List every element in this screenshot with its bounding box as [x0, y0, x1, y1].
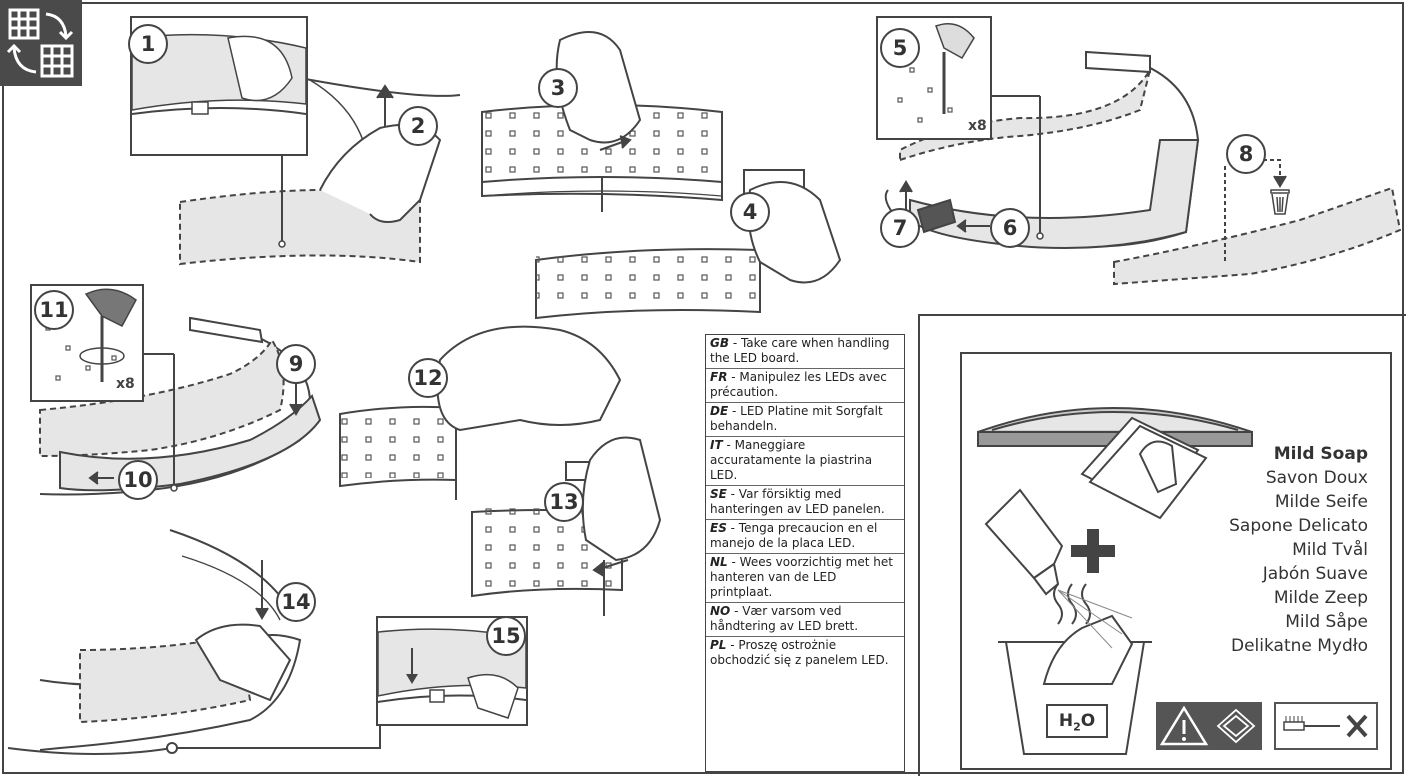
handling-note: SE - Var försiktig med hanteringen av LE…: [706, 486, 904, 520]
cross-icon: [1348, 716, 1366, 736]
step-number: 9: [276, 344, 316, 384]
note-text: - Wees voorzichtig met het hanteren van …: [710, 555, 893, 599]
note-text: - Maneggiare accuratamente la piastrina …: [710, 438, 872, 482]
handling-note: NO - Vær varsom ved håndtering av LED br…: [706, 603, 904, 637]
handling-note: DE - LED Platine mit Sorgfalt behandeln.: [706, 403, 904, 437]
language-code: ES: [710, 521, 727, 535]
soap-label: Mild Tvål: [1229, 538, 1368, 562]
soap-label: Mild Soap: [1229, 442, 1368, 466]
step-number: 2: [398, 106, 438, 146]
language-code: NL: [710, 555, 728, 569]
step-number: 11: [34, 290, 74, 330]
repeat-count-label: x8: [968, 118, 987, 134]
led-handling-notes: GB - Take care when handling the LED boa…: [705, 334, 905, 772]
note-text: - Vær varsom ved håndtering av LED brett…: [710, 604, 858, 633]
warning-panel: [1156, 702, 1262, 750]
step-number: 15: [486, 616, 526, 656]
language-code: DE: [710, 404, 728, 418]
step-number: 5: [880, 28, 920, 68]
note-text: - Tenga precaucion en el manejo de la pl…: [710, 521, 877, 550]
language-code: SE: [710, 487, 727, 501]
note-text: - Proszę ostrożnie obchodzić się z panel…: [710, 638, 889, 667]
water-label: H2O: [1046, 704, 1108, 738]
handling-note: ES - Tenga precaucion en el manejo de la…: [706, 520, 904, 554]
handling-note: GB - Take care when handling the LED boa…: [706, 335, 904, 369]
handling-note: FR - Manipulez les LEDs avec précaution.: [706, 369, 904, 403]
soap-label: Sapone Delicato: [1229, 514, 1368, 538]
step-number: 1: [128, 24, 168, 64]
note-text: - LED Platine mit Sorgfalt behandeln.: [710, 404, 883, 433]
brush-icon: [1284, 716, 1340, 730]
step-number: 12: [408, 358, 448, 398]
handling-note: NL - Wees voorzichtig met het hanteren v…: [706, 554, 904, 603]
handling-note: PL - Proszę ostrożnie obchodzić się z pa…: [706, 637, 904, 670]
handling-note: IT - Maneggiare accuratamente la piastri…: [706, 437, 904, 486]
step-number: 10: [118, 460, 158, 500]
language-code: FR: [710, 370, 727, 384]
step-number: 14: [276, 582, 316, 622]
step-number: 7: [880, 208, 920, 248]
language-code: NO: [710, 604, 730, 618]
note-text: - Manipulez les LEDs avec précaution.: [710, 370, 887, 399]
language-code: GB: [710, 336, 729, 350]
soap-label: Jabón Suave: [1229, 562, 1368, 586]
soap-label: Milde Zeep: [1229, 586, 1368, 610]
no-brush-panel: [1274, 702, 1378, 750]
note-text: - Var försiktig med hanteringen av LED p…: [710, 487, 885, 516]
soap-label: Savon Doux: [1229, 466, 1368, 490]
soap-label: Delikatne Mydło: [1229, 634, 1368, 658]
language-code: PL: [710, 638, 726, 652]
warning-triangle-icon: [1162, 708, 1206, 744]
wet-cloth-icon: [1218, 710, 1254, 742]
step-number: 13: [544, 482, 584, 522]
soap-label: Milde Seife: [1229, 490, 1368, 514]
step-number: 4: [730, 192, 770, 232]
soap-label: Mild Såpe: [1229, 610, 1368, 634]
repeat-count-label: x8: [116, 376, 135, 392]
step-number: 6: [990, 208, 1030, 248]
step-number: 8: [1226, 134, 1266, 174]
note-text: - Take care when handling the LED board.: [710, 336, 890, 365]
step-number: 3: [538, 68, 578, 108]
trash-bin-icon: [1268, 188, 1292, 216]
language-code: IT: [710, 438, 723, 452]
